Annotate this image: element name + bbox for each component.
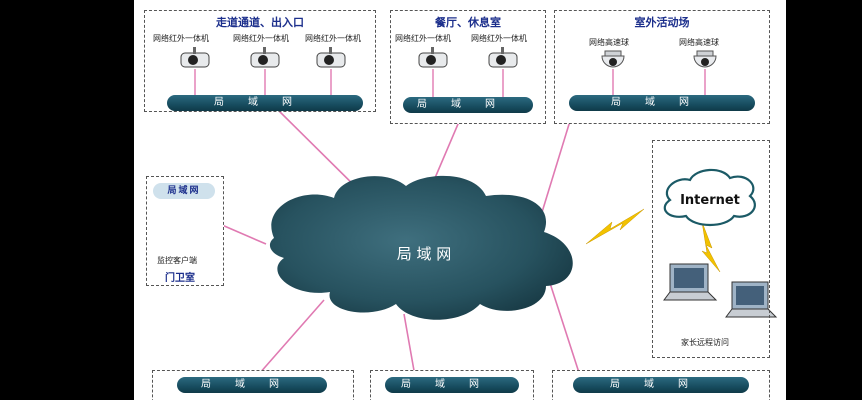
guard-room-title: 门卫室	[165, 273, 195, 284]
lan-bus-bar: 局域网	[403, 97, 533, 113]
zone-outdoor-box: 室外活动场 网络高速球 网络高速球 局域网	[554, 10, 770, 124]
camera-label: 网络红外一体机	[233, 34, 289, 43]
camera-label: 网络高速球	[679, 38, 719, 47]
camera-label: 网络红外一体机	[471, 34, 527, 43]
ir-camera-icon	[250, 47, 280, 68]
diagram-canvas: 局 域 网 Internet 走道通道、出入口 网	[134, 0, 786, 400]
ir-camera-icon	[418, 47, 448, 68]
lan-bus-bar: 局域网	[177, 377, 327, 393]
laptop-icon	[725, 281, 778, 318]
svg-text:Internet: Internet	[680, 193, 740, 208]
lan-cloud-label: 局 域 网	[397, 245, 452, 263]
ir-camera-icon	[180, 47, 210, 68]
remote-access-box: 家长远程访问	[652, 140, 770, 358]
lan-bus-bar: 局域网	[569, 95, 755, 111]
zone-entrance-title: 走道通道、出入口	[216, 16, 304, 29]
bottom-zone-2-box: 局域网	[370, 370, 534, 400]
camera-row	[180, 47, 346, 95]
camera-label: 网络红外一体机	[395, 34, 451, 43]
ir-camera-icon	[488, 47, 518, 68]
monitor-client-label: 监控客户端	[157, 256, 197, 265]
lan-bus-bar: 局域网	[385, 377, 519, 393]
camera-label: 网络红外一体机	[305, 34, 361, 43]
ir-camera-icon	[316, 47, 346, 68]
zone-dining-box: 餐厅、休息室 网络红外一体机 网络红外一体机 局域网	[390, 10, 546, 124]
laptop-icon	[663, 263, 718, 301]
guard-lan-label: 局域网	[153, 183, 215, 199]
lan-cloud-shape	[269, 175, 573, 320]
zone-outdoor-title: 室外活动场	[634, 16, 690, 29]
internet-cloud-icon: Internet	[663, 168, 756, 227]
camera-row	[418, 47, 518, 105]
speed-dome-icon	[693, 50, 717, 68]
speed-dome-icon	[601, 50, 625, 68]
lan-bus-bar: 局域网	[573, 377, 749, 393]
camera-label: 网络红外一体机	[153, 34, 209, 43]
zone-dining-title: 餐厅、休息室	[435, 16, 501, 29]
bottom-zone-1-box: 局域网	[152, 370, 354, 400]
guard-room-box: 局域网 监控客户端 门卫室	[146, 176, 224, 286]
lan-bus-bar: 局域网	[167, 95, 363, 111]
parent-remote-caption: 家长远程访问	[681, 338, 729, 347]
zone-entrance-box: 走道通道、出入口 网络红外一体机 网络红外一体机 网络红外一体机 局域网	[144, 10, 376, 112]
camera-label: 网络高速球	[589, 38, 629, 47]
lightning-bolt-icon	[701, 221, 721, 273]
bottom-zone-3-box: 局域网	[552, 370, 770, 400]
lightning-bolt-icon	[585, 208, 645, 245]
camera-row	[601, 50, 717, 97]
